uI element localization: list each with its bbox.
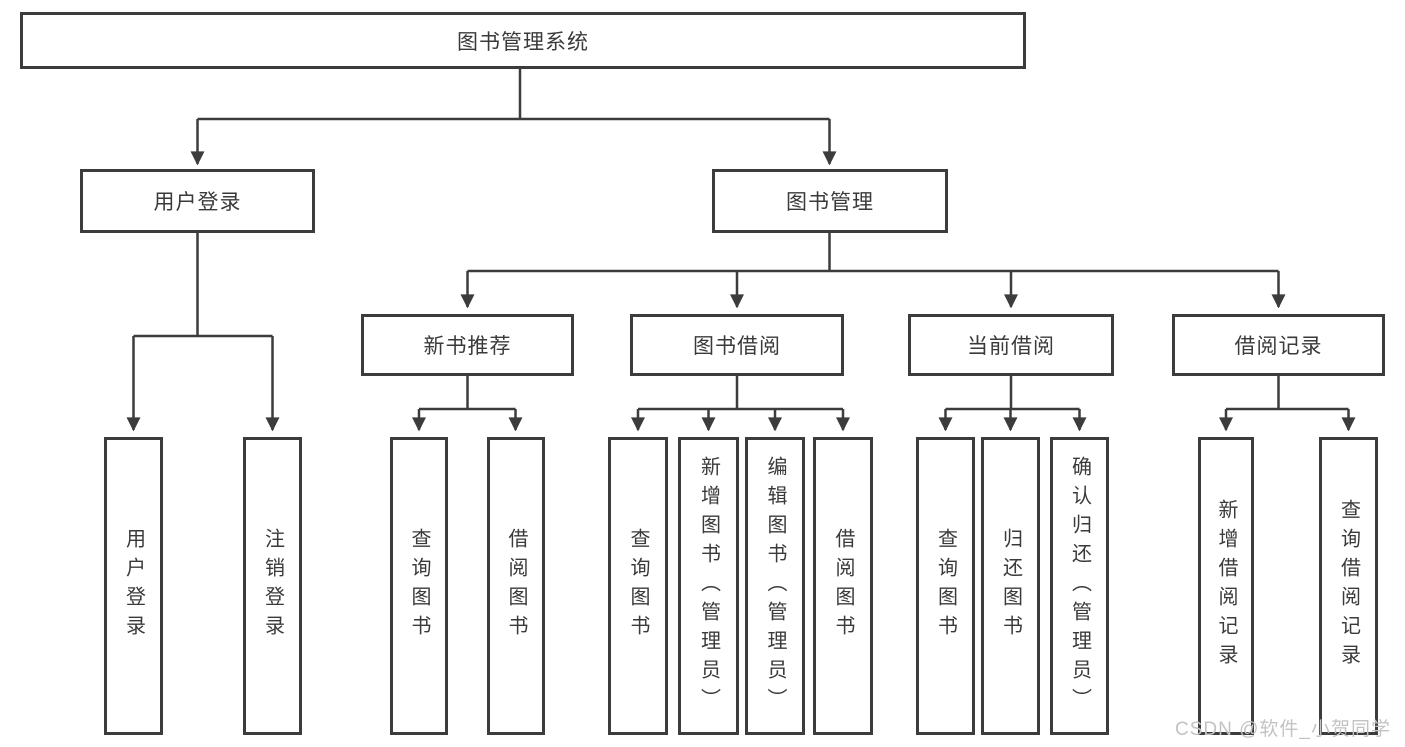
- node-label: 用户登录: [153, 191, 242, 214]
- node-root-system: 图书管理系统: [20, 12, 1026, 69]
- node-label: 查询图书: [408, 528, 430, 644]
- leaf-current-query-books: 查询图书: [916, 437, 975, 735]
- node-label: 查询图书: [627, 528, 649, 644]
- node-book-borrow: 图书借阅: [630, 314, 844, 376]
- csdn-watermark: CSDN @软件_小贺同学: [1175, 719, 1391, 740]
- node-label: 借阅记录: [1234, 335, 1323, 358]
- node-label: 确认归还（管理员）: [1068, 455, 1091, 717]
- connector-borrow-records-branch: [1219, 376, 1356, 432]
- node-label: 图书管理: [786, 191, 874, 214]
- leaf-records-query-record: 查询借阅记录: [1319, 437, 1378, 735]
- connector-book-borrow-branch: [631, 376, 850, 432]
- node-label: 新书推荐: [423, 335, 512, 358]
- node-current-borrow: 当前借阅: [908, 314, 1114, 376]
- node-label: 借阅图书: [505, 528, 527, 644]
- node-label: 查询图书: [934, 528, 957, 644]
- leaf-newbook-query-books: 查询图书: [390, 437, 448, 735]
- node-label: 注销登录: [261, 528, 284, 644]
- node-label: 借阅图书: [832, 528, 854, 644]
- connector-root-branch: [190, 69, 837, 166]
- node-label: 查询借阅记录: [1337, 499, 1360, 673]
- connector-current-borrow-branch: [938, 376, 1087, 432]
- leaf-borrow-add-books-admin: 新增图书（管理员）: [678, 437, 739, 735]
- node-label: 当前借阅: [967, 335, 1055, 358]
- node-label: 用户登录: [122, 528, 145, 644]
- leaf-current-return-books: 归还图书: [981, 437, 1040, 735]
- leaf-records-add-record: 新增借阅记录: [1198, 437, 1254, 735]
- leaf-newbook-borrow-books: 借阅图书: [487, 437, 545, 735]
- leaf-user-login: 用户登录: [104, 437, 163, 735]
- node-label: 归还图书: [999, 528, 1022, 644]
- node-label: 新增图书（管理员）: [697, 455, 720, 717]
- connector-new-book-branch: [412, 376, 523, 432]
- connector-user-login-branch: [126, 233, 280, 432]
- leaf-current-confirm-return-admin: 确认归还（管理员）: [1050, 437, 1109, 735]
- node-borrow-records: 借阅记录: [1172, 314, 1385, 376]
- node-new-book-recommend: 新书推荐: [361, 314, 574, 376]
- node-user-login: 用户登录: [80, 169, 315, 233]
- node-label: 图书管理系统: [457, 30, 589, 54]
- leaf-borrow-query-books: 查询图书: [608, 437, 668, 735]
- leaf-borrow-borrow-books: 借阅图书: [813, 437, 873, 735]
- node-book-management: 图书管理: [712, 169, 948, 233]
- leaf-borrow-edit-books-admin: 编辑图书（管理员）: [745, 437, 805, 735]
- node-label: 编辑图书（管理员）: [764, 455, 786, 717]
- leaf-logout: 注销登录: [243, 437, 302, 735]
- node-label: 新增借阅记录: [1215, 499, 1237, 673]
- connector-book-management-branch: [460, 233, 1286, 309]
- node-label: 图书借阅: [693, 335, 781, 358]
